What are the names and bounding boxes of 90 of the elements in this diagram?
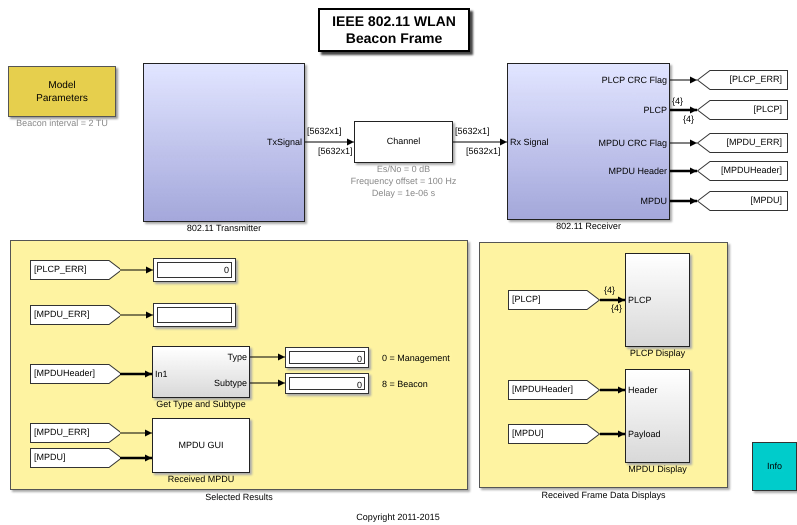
signal-line	[120, 430, 152, 436]
tag-label: [MPDU]	[512, 427, 544, 440]
port-label: PLCP	[643, 104, 667, 116]
signal-line	[250, 354, 286, 360]
port-label: PLCP CRC Flag	[602, 74, 667, 86]
signal-line	[670, 168, 697, 174]
port-label: In1	[155, 368, 168, 380]
goto-tag	[697, 133, 788, 153]
port-label: Type	[227, 351, 247, 363]
port-label: Header	[628, 384, 658, 396]
goto-tag	[697, 100, 788, 120]
area-caption: Selected Results	[205, 491, 273, 504]
signal-line	[120, 454, 152, 462]
from-tag	[30, 260, 120, 280]
area-caption: Received Frame Data Displays	[541, 489, 666, 502]
goto-tag	[697, 70, 788, 90]
from-tag	[508, 290, 600, 310]
block-caption: PLCP Display	[630, 347, 686, 359]
port-label: Payload	[628, 428, 661, 440]
signal-line	[670, 106, 697, 114]
signal-line	[120, 266, 154, 274]
block-label: Info	[766, 460, 782, 473]
from-tag	[30, 423, 120, 443]
goto-tag	[697, 161, 788, 181]
block-caption: 0 = Management	[382, 352, 450, 364]
display-block	[153, 303, 236, 327]
tag-label: [PLCP_ERR]	[34, 263, 87, 276]
from-tag	[30, 364, 120, 384]
copyright-note: Copyright 2011-2015	[356, 512, 440, 523]
from-tag	[30, 305, 120, 325]
block-caption: 802.11 Receiver	[556, 220, 621, 232]
tag-label: [MPDU_ERR]	[34, 426, 90, 440]
signal-line	[452, 138, 508, 146]
block-label: Model Parameters	[35, 78, 89, 104]
display-value: 0	[289, 351, 365, 364]
signal-line	[120, 312, 154, 318]
edge-label: [5632x1]	[307, 126, 342, 137]
signal-line	[250, 380, 286, 386]
signal-line	[670, 198, 697, 204]
signal-dimension: [5632x1]	[466, 146, 501, 157]
tag-label: [MPDU_ERR]	[726, 136, 782, 150]
port-label: Rx Signal	[510, 136, 549, 148]
edge-label: {4}	[672, 96, 684, 107]
signal-line	[600, 430, 625, 438]
signal-line	[670, 76, 698, 84]
port-label: MPDU Header	[608, 165, 667, 177]
port-label: Subtype	[214, 377, 247, 389]
signal-line	[670, 140, 698, 146]
edge-label: [5632x1]	[455, 126, 490, 137]
signal-line	[304, 138, 354, 146]
port-label: MPDU	[640, 195, 667, 207]
display-value: 0	[289, 377, 365, 390]
block-caption: Get Type and Subtype	[156, 398, 246, 410]
port-label: MPDU CRC Flag	[598, 137, 667, 149]
block-caption: Delay = 1e-06 s	[372, 187, 436, 199]
tag-label: [PLCP]	[753, 103, 782, 116]
display-block	[153, 258, 236, 282]
block-caption: Es/No = 0 dB	[376, 163, 430, 175]
block-caption: MPDU Display	[628, 463, 687, 475]
block-caption: Frequency offset = 100 Hz	[350, 175, 456, 187]
from-tag	[508, 380, 600, 400]
tag-label: [MPDU]	[34, 451, 66, 464]
signal-line	[600, 296, 625, 304]
block-caption: 802.11 Transmitter	[186, 222, 262, 234]
info-block	[752, 442, 797, 491]
signal-dimension: [5632x1]	[318, 146, 353, 157]
signal-dimension: {4}	[611, 303, 622, 314]
edge-label: {4}	[604, 285, 616, 296]
block-label: Channel	[386, 135, 420, 148]
port-label: PLCP	[628, 294, 652, 306]
block-caption: 8 = Beacon	[382, 378, 428, 390]
block-label: MPDU GUI	[178, 438, 224, 452]
tag-label: [MPDUHeader]	[34, 367, 96, 380]
tag-label: [MPDUHeader]	[512, 383, 574, 396]
tag-label: [PLCP]	[512, 293, 541, 306]
signal-line	[120, 370, 152, 378]
signal-line	[600, 386, 625, 394]
block-caption: Received MPDU	[168, 473, 234, 485]
port-label: TxSignal	[266, 136, 302, 148]
tag-label: [MPDU_ERR]	[34, 308, 90, 322]
signal-dimension: {4}	[683, 114, 694, 125]
display-value: 0	[157, 262, 232, 278]
block-caption: Beacon interval = 2 TU	[16, 117, 108, 129]
tag-label: [PLCP_ERR]	[729, 73, 782, 86]
tag-label: [MPDU]	[750, 194, 782, 208]
diagram-title: IEEE 802.11 WLAN Beacon Frame	[331, 13, 457, 47]
from-tag	[30, 448, 120, 468]
from-tag	[508, 424, 600, 444]
tag-label: [MPDUHeader]	[720, 164, 782, 178]
goto-tag	[697, 191, 788, 211]
